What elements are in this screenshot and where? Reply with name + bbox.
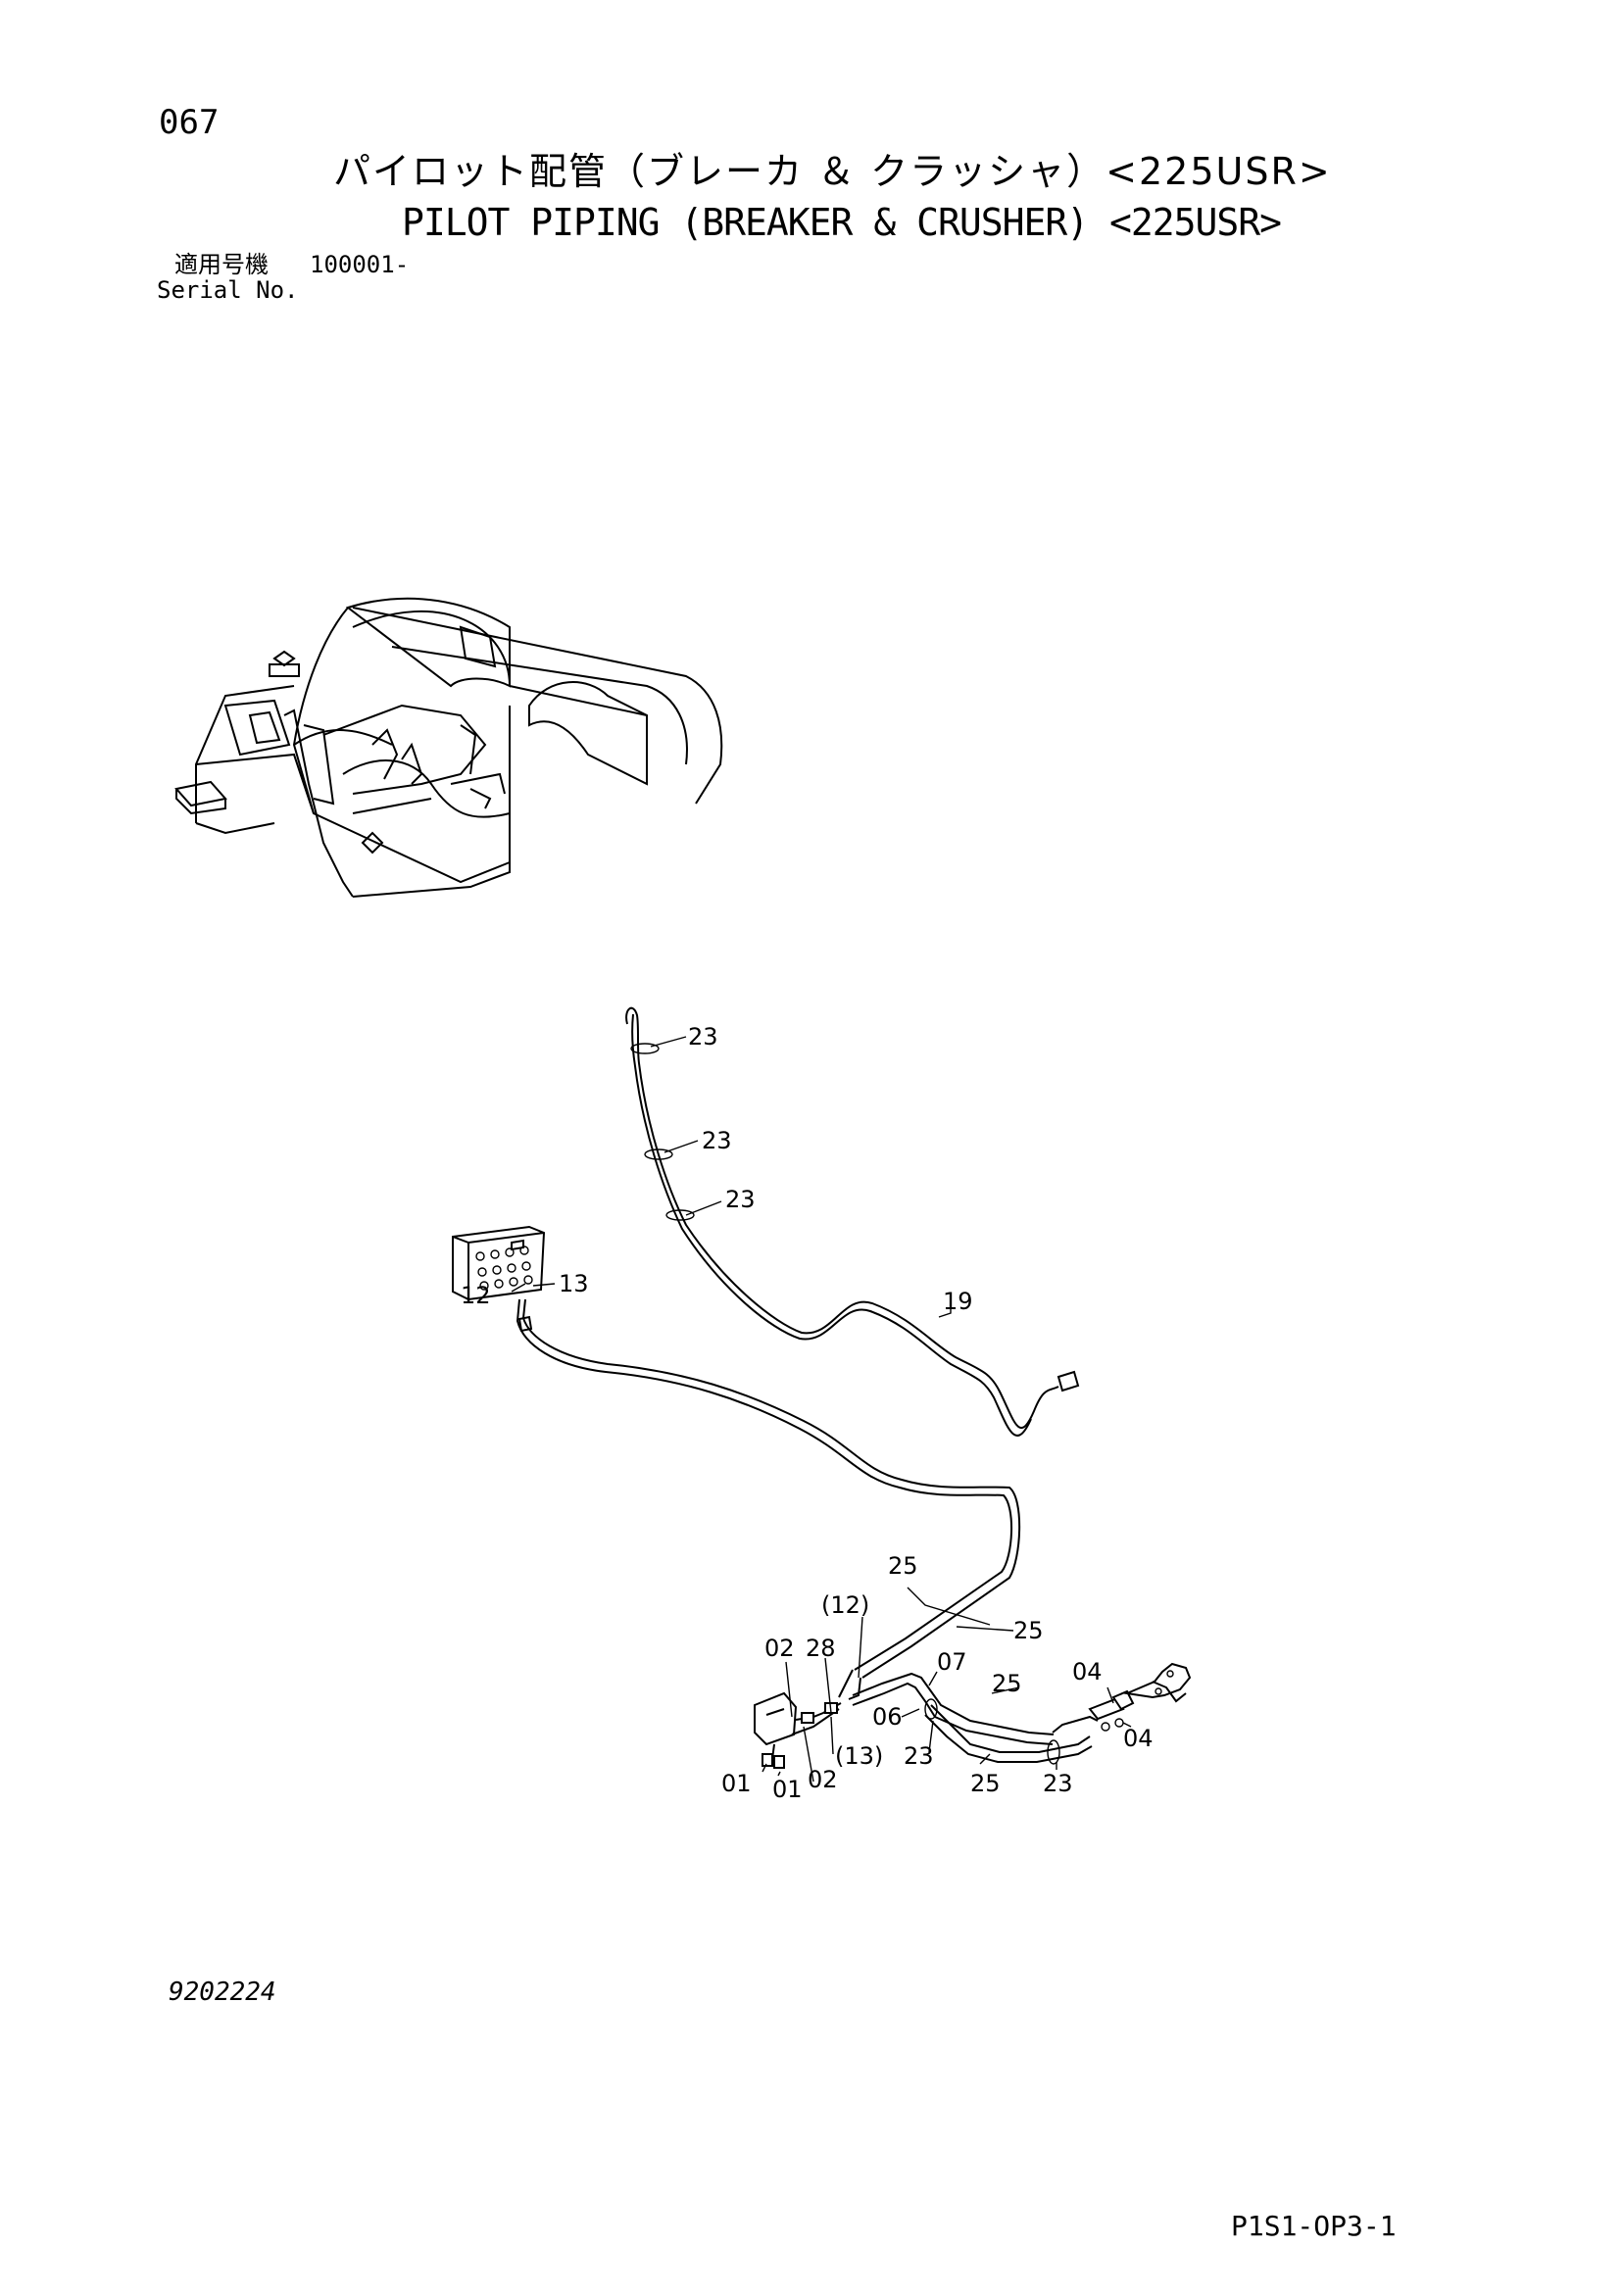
callout-label: 25 <box>888 1552 918 1580</box>
callout-label: 25 <box>970 1770 1001 1797</box>
serial-label-english: Serial No. <box>157 276 299 304</box>
pilot-hose-12-13 <box>516 1298 1021 1700</box>
callout-label: 23 <box>1043 1770 1073 1797</box>
serial-number-value: 100001- <box>310 251 410 278</box>
callout-label: 23 <box>688 1023 718 1050</box>
leader-lines <box>511 1036 1132 1783</box>
callout-label: 13 <box>559 1270 589 1297</box>
callout-labels: 23 23 23 19 12 13 25 (12) 25 02 28 07 25… <box>461 1023 1154 1803</box>
callout-label: 23 <box>904 1742 934 1770</box>
cab-overview-illustration <box>174 597 723 898</box>
callout-label: (12) <box>821 1591 869 1619</box>
page-title-japanese: パイロット配管（ブレーカ ＆ クラッシャ）<225USR> <box>333 150 1332 193</box>
callout-label: 04 <box>1123 1725 1154 1752</box>
callout-label: 06 <box>872 1703 903 1731</box>
callout-label: 01 <box>772 1776 803 1803</box>
control-valve-block <box>452 1225 546 1301</box>
page-title-english: PILOT PIPING (BREAKER & CRUSHER) <225USR… <box>402 201 1282 244</box>
callout-label: 23 <box>725 1186 756 1213</box>
callout-label: 01 <box>721 1770 752 1797</box>
callout-label: 25 <box>1013 1617 1044 1644</box>
callout-label: 28 <box>806 1635 836 1662</box>
callout-label: 25 <box>992 1670 1022 1697</box>
page-number: 067 <box>159 103 220 142</box>
drawing-number: 9202224 <box>169 1978 276 2007</box>
callout-label: 19 <box>943 1288 973 1315</box>
lower-piping-assembly <box>754 1662 1192 1769</box>
clamps-23 <box>630 1043 695 1221</box>
callout-label: 23 <box>702 1127 732 1154</box>
callout-label: 07 <box>937 1648 967 1676</box>
page-reference: P1S1-OP3-1 <box>1231 2210 1397 2242</box>
callout-label: 04 <box>1072 1658 1103 1685</box>
serial-label-japanese: 適用号機 <box>174 251 269 278</box>
callout-label: (13) <box>835 1742 883 1770</box>
callout-label: 12 <box>461 1282 491 1309</box>
hose-19 <box>625 1006 1080 1437</box>
callout-label: 02 <box>764 1635 795 1662</box>
callout-label: 02 <box>808 1766 838 1793</box>
